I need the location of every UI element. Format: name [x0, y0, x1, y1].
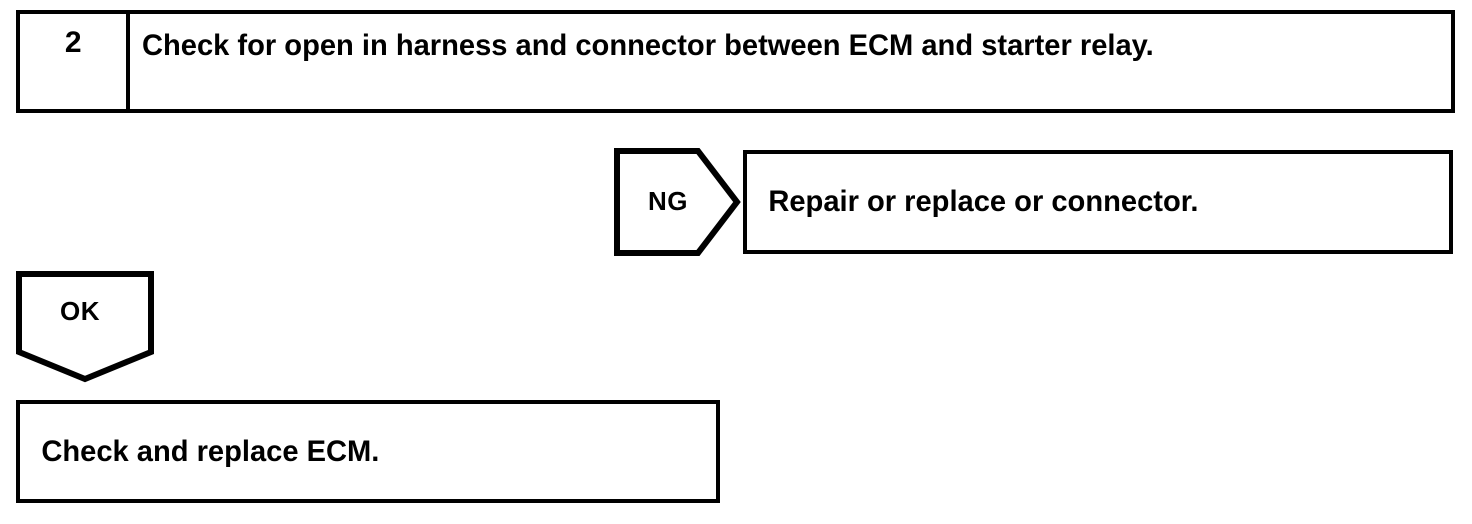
- repair-outcome-box: Repair or replace or connector.: [743, 150, 1453, 254]
- ecm-outcome-box: Check and replace ECM.: [16, 400, 720, 503]
- ok-branch-label: OK: [60, 296, 100, 326]
- step-number: 2: [64, 26, 82, 59]
- step-number-cell: 2: [20, 14, 130, 109]
- step-row: 2 Check for open in harness and connecto…: [16, 10, 1455, 113]
- ecm-outcome-text: Check and replace ECM.: [41, 434, 380, 468]
- pentagon-right-icon: [614, 148, 741, 256]
- pentagon-down-icon: [16, 271, 154, 383]
- repair-outcome-text: Repair or replace or connector.: [768, 185, 1199, 219]
- step-instruction-cell: Check for open in harness and connector …: [130, 14, 1451, 109]
- ng-branch-connector: NG: [614, 148, 741, 256]
- ng-branch-label: NG: [648, 186, 688, 216]
- step-instruction-text: Check for open in harness and connector …: [142, 29, 1154, 62]
- ok-branch-connector: OK: [16, 271, 154, 383]
